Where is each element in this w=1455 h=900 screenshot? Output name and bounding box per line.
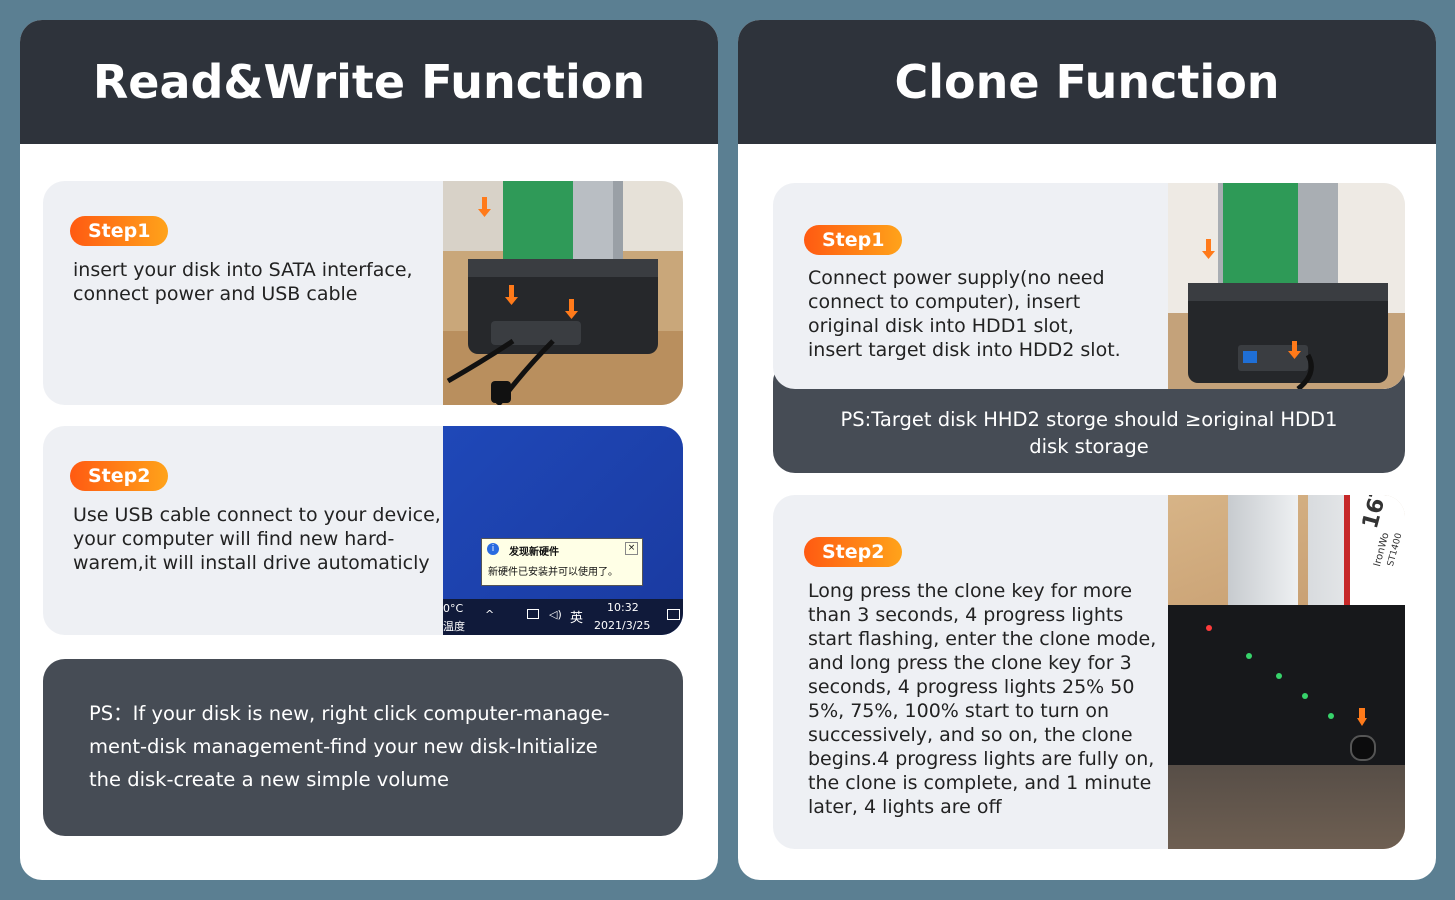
- read-write-panel: Read&Write Function Step1 insert your di…: [20, 20, 718, 880]
- notification-icon[interactable]: [667, 609, 680, 620]
- dock-body: [1168, 605, 1405, 849]
- disk-capacity: 16T: [1358, 495, 1394, 532]
- disk-label: 16T IronWo ST1400: [1344, 495, 1405, 625]
- popup-title: 发现新硬件: [509, 547, 559, 558]
- taskbar-time[interactable]: 10:32: [607, 601, 639, 614]
- dock-indicator-50: [1302, 693, 1308, 699]
- info-icon: i: [487, 543, 499, 555]
- taskbar-temp: 0°C: [443, 602, 464, 615]
- read-write-step1-card: Step1 insert your disk into SATA interfa…: [43, 181, 683, 405]
- clone-title: Clone Function: [738, 20, 1436, 144]
- volume-icon[interactable]: ◁): [549, 608, 562, 621]
- dock-indicator-25: [1328, 713, 1334, 719]
- dock-insert-disks-photo: [1168, 183, 1405, 389]
- read-write-ps-text: PS：If your disk is new, right click comp…: [89, 702, 610, 791]
- taskbar-language[interactable]: 英: [570, 611, 584, 626]
- popup-close-icon[interactable]: ×: [625, 542, 638, 555]
- clone-step2-card: Step2 Long press the clone key for more …: [773, 495, 1405, 849]
- clone-panel: Clone Function PS:Target disk HHD2 storg…: [738, 20, 1436, 880]
- clone-ps-text: PS:Target disk HHD2 storge should ≥origi…: [840, 408, 1338, 458]
- taskbar-weather: 温度: [443, 620, 465, 633]
- read-write-ps-box: PS：If your disk is new, right click comp…: [43, 659, 683, 836]
- dock-indicator-100: [1246, 653, 1252, 659]
- dock-indicator-power: [1206, 625, 1212, 631]
- read-write-step2-card: Step2 Use USB cable connect to your devi…: [43, 426, 683, 635]
- desktop-screenshot: i 发现新硬件 × 新硬件已安装并可以使用了。 0°C 温度 ^ ◁) 英 10…: [443, 426, 683, 635]
- step2-text: Use USB cable connect to your device, yo…: [73, 504, 441, 574]
- taskbar-date[interactable]: 2021/3/25: [594, 619, 651, 632]
- dock-connection-photo: [443, 181, 683, 405]
- read-write-title: Read&Write Function: [20, 20, 718, 144]
- clone-step2-badge: Step2: [804, 537, 903, 567]
- clone-step1-text: Connect power supply(no need connect to …: [808, 267, 1121, 361]
- clone-button[interactable]: [1350, 735, 1376, 761]
- taskbar: 0°C 温度 ^ ◁) 英 10:32 2021/3/25: [443, 599, 683, 635]
- clone-arrow-icon: [1357, 708, 1367, 726]
- network-icon[interactable]: [527, 609, 539, 619]
- step1-badge: Step1: [70, 216, 169, 246]
- step2-badge: Step2: [70, 461, 169, 491]
- popup-body: 新硬件已安装并可以使用了。: [488, 567, 618, 578]
- step1-text: insert your disk into SATA interface, co…: [73, 259, 413, 305]
- new-hardware-popup: i 发现新硬件 × 新硬件已安装并可以使用了。: [481, 538, 643, 586]
- clone-step1-card: Step1 Connect power supply(no need conne…: [773, 183, 1405, 389]
- chevron-up-icon[interactable]: ^: [485, 608, 495, 621]
- dock-indicator-75: [1276, 673, 1282, 679]
- clone-dock-photo: 16T IronWo ST1400: [1168, 495, 1405, 849]
- clone-step2-text: Long press the clone key for more than 3…: [808, 580, 1157, 818]
- clone-step1-badge: Step1: [804, 225, 903, 255]
